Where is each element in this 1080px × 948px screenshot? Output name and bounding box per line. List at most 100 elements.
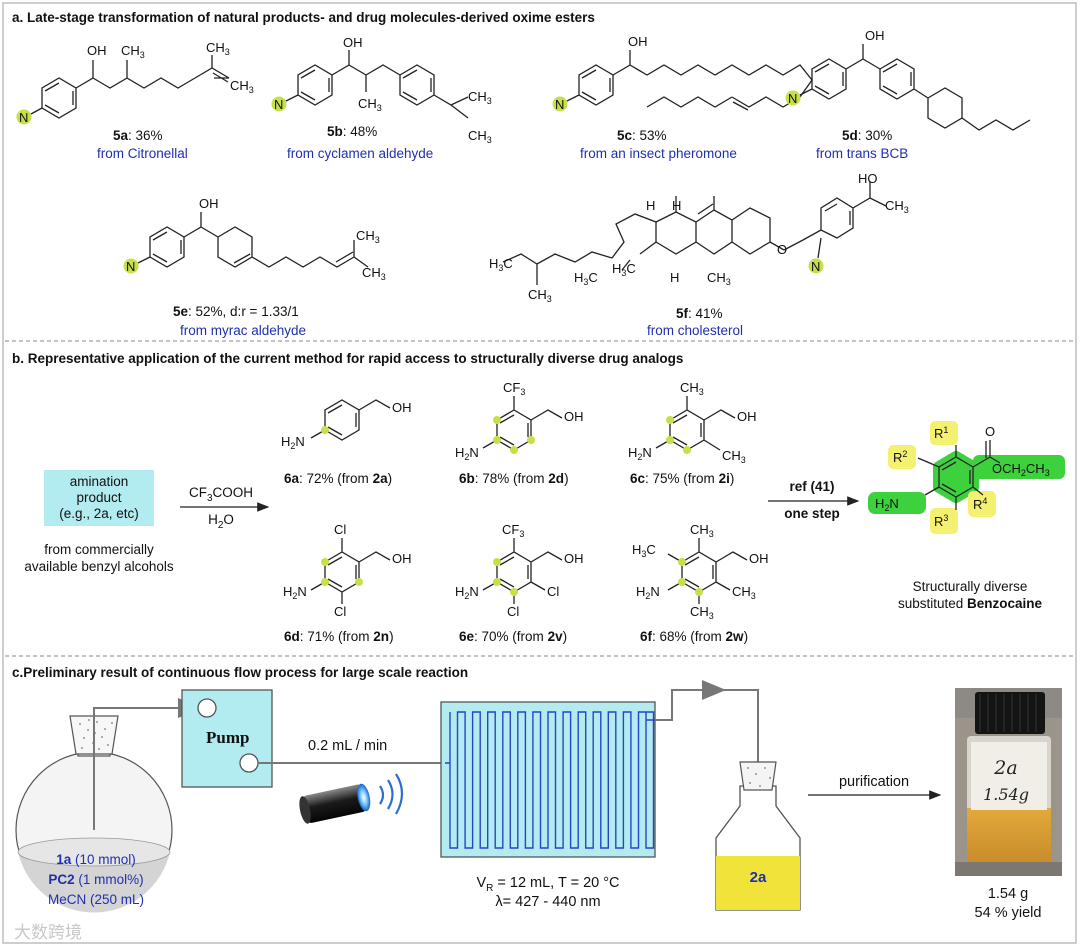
- svg-text:CH3: CH3: [206, 40, 230, 57]
- watermark: 大数跨境: [14, 923, 82, 943]
- svg-text:H: H: [646, 198, 655, 213]
- final-caption-line2: substituted Benzocaine: [898, 596, 1043, 611]
- svg-text:H2N: H2N: [281, 434, 305, 451]
- svg-text:CF3: CF3: [502, 522, 524, 539]
- structure-5b: N OH CH3 CH3 CH3: [271, 35, 492, 145]
- light-source-icon: [299, 773, 404, 824]
- svg-text:CH3: CH3: [121, 43, 145, 60]
- svg-text:N: N: [555, 97, 564, 112]
- compound-label-5d: 5d: 30%: [842, 128, 892, 143]
- flask-line3: MeCN (250 mL): [48, 892, 144, 907]
- svg-text:H2N: H2N: [455, 584, 479, 601]
- svg-text:CH3: CH3: [707, 270, 731, 287]
- svg-text:OH: OH: [87, 43, 107, 58]
- structure-5a: N OH CH3 CH3 CH3: [16, 40, 254, 125]
- svg-text:CH3: CH3: [680, 380, 704, 397]
- ref-label: ref (41): [789, 479, 834, 494]
- svg-text:CH3: CH3: [690, 604, 714, 621]
- vial-label-compound: 2a: [993, 757, 1017, 779]
- svg-text:OCH2CH3: OCH2CH3: [992, 461, 1050, 478]
- svg-text:CH3: CH3: [885, 198, 909, 215]
- ref-sub: one step: [784, 506, 840, 521]
- section-c-title: c.Preliminary result of continuous flow …: [12, 665, 468, 680]
- reagent-top: CF3COOH: [189, 485, 253, 504]
- inlet-tube: [93, 698, 202, 830]
- compound-label-5e: 5e: 52%, d:r = 1.33/1: [173, 304, 299, 319]
- structure-6b: CF3 H2N OH: [455, 380, 584, 462]
- svg-text:H: H: [670, 270, 679, 285]
- product-label-6f: 6f: 68% (from 2w): [640, 629, 748, 644]
- flask-line1: 1a (10 mmol): [56, 852, 136, 867]
- product-vial-photo: [955, 688, 1062, 876]
- start-material-box: [44, 470, 154, 526]
- vial-label-mass: 1.54g: [983, 785, 1029, 804]
- svg-text:CH3: CH3: [468, 89, 492, 106]
- svg-text:H2N: H2N: [875, 496, 899, 513]
- svg-text:O: O: [985, 424, 995, 439]
- structure-5f: H3C CH3 H3C H H H H3C CH3 O HO CH3 N: [489, 171, 909, 304]
- structure-5e: N OH CH3 CH3: [123, 196, 386, 282]
- start-note-line2: available benzyl alcohols: [24, 559, 174, 574]
- svg-text:OH: OH: [749, 551, 769, 566]
- svg-text:H3C: H3C: [574, 270, 598, 287]
- svg-text:H3C: H3C: [489, 256, 513, 273]
- svg-text:H3C: H3C: [612, 261, 636, 278]
- svg-text:Cl: Cl: [334, 604, 346, 619]
- svg-text:OH: OH: [564, 409, 584, 424]
- reagent-bottom: H2O: [208, 512, 234, 531]
- svg-text:H2N: H2N: [455, 445, 479, 462]
- reactor-coil: [445, 711, 655, 849]
- flask-line2: PC2 (1 mmol%): [48, 872, 143, 887]
- pump-outlet-port: [239, 753, 259, 773]
- svg-text:OH: OH: [865, 28, 885, 43]
- pump-label: Pump: [206, 728, 249, 747]
- reactor-condition-line2: λ= 427 - 440 nm: [495, 894, 600, 910]
- compound-source-5b: from cyclamen aldehyde: [287, 146, 433, 161]
- amine-highlight: [16, 109, 32, 125]
- section-a-title: a. Late-stage transformation of natural …: [12, 10, 595, 25]
- svg-text:CH3: CH3: [690, 522, 714, 539]
- svg-text:OH: OH: [392, 400, 412, 415]
- start-box-line2: product: [76, 490, 121, 505]
- section-b-title: b. Representative application of the cur…: [12, 351, 683, 366]
- start-box-line1: amination: [70, 474, 129, 489]
- reactor-condition-line1: VR = 12 mL, T = 20 °C: [476, 875, 619, 894]
- svg-text:CH3: CH3: [356, 228, 380, 245]
- product-label-6e: 6e: 70% (from 2v): [459, 629, 567, 644]
- final-caption-line1: Structurally diverse: [913, 579, 1028, 594]
- compound-label-5c: 5c: 53%: [617, 128, 667, 143]
- structure-6c: CH3 H2N OH CH3: [628, 380, 757, 465]
- svg-text:Cl: Cl: [547, 584, 559, 599]
- compound-label-5b: 5b: 48%: [327, 124, 377, 139]
- compound-label-5a: 5a: 36%: [113, 128, 163, 143]
- structure-6d: Cl Cl H2N OH: [283, 522, 412, 619]
- compound-source-5d: from trans BCB: [816, 146, 908, 161]
- compound-label-5f: 5f: 41%: [676, 306, 723, 321]
- svg-text:CH3: CH3: [722, 448, 746, 465]
- svg-text:N: N: [788, 91, 797, 106]
- start-note-line1: from commercially: [44, 542, 154, 557]
- svg-text:CH3: CH3: [362, 265, 386, 282]
- svg-text:N: N: [811, 259, 820, 274]
- svg-text:OH: OH: [199, 196, 219, 211]
- svg-text:H2N: H2N: [628, 445, 652, 462]
- product-label-6a: 6a: 72% (from 2a): [284, 471, 392, 486]
- svg-text:CH3: CH3: [528, 287, 552, 304]
- svg-text:CH3: CH3: [358, 96, 382, 113]
- start-box-line3: (e.g., 2a, etc): [59, 506, 139, 521]
- outlet-tube: [655, 689, 759, 772]
- pump-box: [181, 689, 273, 788]
- svg-text:OH: OH: [564, 551, 584, 566]
- svg-text:CF3: CF3: [503, 380, 525, 397]
- product-mass: 1.54 g: [988, 886, 1028, 902]
- svg-text:OH: OH: [343, 35, 363, 50]
- svg-text:Cl: Cl: [507, 604, 519, 619]
- svg-text:H3C: H3C: [632, 542, 656, 559]
- svg-text:CH3: CH3: [732, 584, 756, 601]
- svg-text:Cl: Cl: [334, 522, 346, 537]
- svg-text:N: N: [274, 97, 283, 112]
- structure-benzocaine: O OCH2CH3 H2N R2 R1 R3 R4: [868, 421, 1065, 534]
- purification-label: purification: [839, 774, 909, 790]
- compound-source-5e: from myrac aldehyde: [180, 323, 306, 338]
